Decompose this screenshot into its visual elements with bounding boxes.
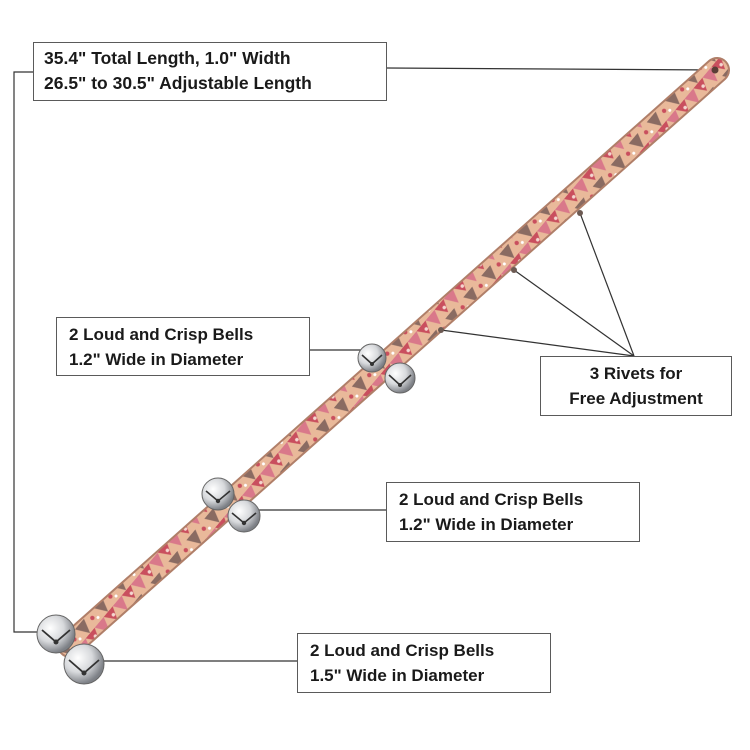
bell-pair-top — [357, 343, 416, 394]
length-annotation-line1: 35.4" Total Length, 1.0" Width — [44, 48, 291, 68]
bells-bottom-annotation: 2 Loud and Crisp Bells 1.5" Wide in Diam… — [297, 633, 551, 693]
bells-middle-annotation: 2 Loud and Crisp Bells 1.2" Wide in Diam… — [386, 482, 640, 542]
leader-line-length-side — [13, 71, 44, 633]
bells-top-annotation-line2: 1.2" Wide in Diameter — [69, 350, 244, 369]
rivet-3 — [438, 327, 444, 333]
bell-icon — [63, 643, 105, 685]
bells-top-annotation: 2 Loud and Crisp Bells 1.2" Wide in Diam… — [56, 317, 310, 376]
strap — [57, 57, 730, 658]
bell-icon — [227, 499, 261, 533]
rivets — [438, 66, 719, 333]
rivets-annotation: 3 Rivets for Free Adjustment — [540, 356, 732, 416]
rivet-top-end — [711, 66, 719, 74]
length-annotation: 35.4" Total Length, 1.0" Width 26.5" to … — [33, 42, 387, 101]
bell-icon — [357, 343, 387, 373]
rivet-2 — [511, 267, 517, 273]
leader-line-rivet-2 — [513, 269, 635, 357]
rivet-1 — [577, 210, 583, 216]
bell-pair-middle — [201, 477, 261, 533]
bell-icon — [201, 477, 235, 511]
rivets-annotation-line1: 3 Rivets for — [589, 364, 683, 383]
bells-bottom-annotation-line1: 2 Loud and Crisp Bells — [310, 641, 495, 660]
leader-lines — [13, 67, 718, 662]
bell-icon — [384, 362, 416, 394]
bells-bottom-annotation-line2: 1.5" Wide in Diameter — [310, 666, 485, 685]
rivets-annotation-line2: Free Adjustment — [569, 389, 703, 408]
bell-icon — [36, 614, 76, 654]
leader-line-length — [386, 67, 718, 71]
bells-middle-annotation-line1: 2 Loud and Crisp Bells — [399, 490, 584, 509]
bells-top-annotation-line1: 2 Loud and Crisp Bells — [69, 325, 254, 344]
length-annotation-line2: 26.5" to 30.5" Adjustable Length — [44, 73, 312, 93]
bells-middle-annotation-line2: 1.2" Wide in Diameter — [399, 515, 574, 534]
leader-line-rivet-3 — [440, 329, 635, 357]
bell-pair-bottom — [36, 614, 105, 685]
leader-line-rivet-1 — [579, 212, 635, 357]
